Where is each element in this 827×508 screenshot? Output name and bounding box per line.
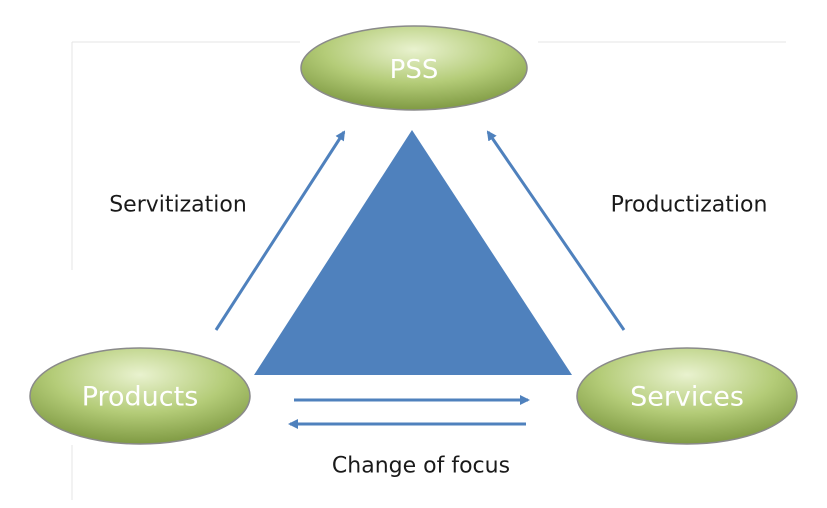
services-node (576, 347, 798, 445)
productization-arrow (486, 130, 626, 331)
services-label: Services (630, 381, 744, 413)
products-label: Products (81, 381, 199, 413)
servitization-label: Servitization (109, 192, 247, 218)
productization-label: Productization (610, 192, 768, 218)
change-of-focus-label: Change of focus (331, 453, 511, 479)
pss-label: PSS (389, 55, 439, 85)
servitization-arrow (214, 130, 346, 331)
pss-node (300, 25, 528, 111)
central-triangle (254, 130, 572, 375)
products-node (29, 347, 251, 445)
